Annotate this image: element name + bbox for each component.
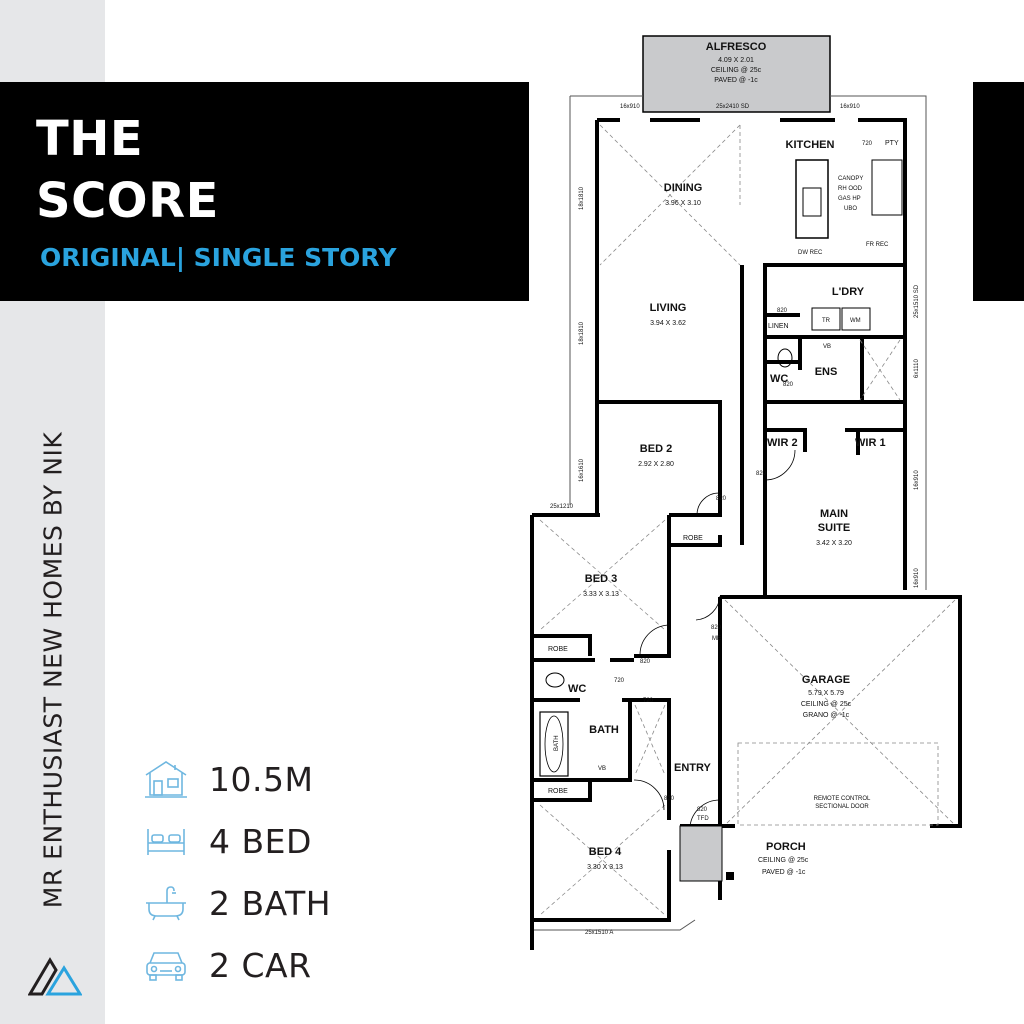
- svg-text:6x1110: 6x1110: [914, 359, 920, 378]
- stat-label: 2 BATH: [209, 884, 332, 923]
- svg-text:SECTIONAL DOOR: SECTIONAL DOOR: [815, 804, 869, 810]
- svg-text:SUITE: SUITE: [818, 522, 850, 534]
- svg-text:2.92 X 2.80: 2.92 X 2.80: [638, 461, 674, 468]
- svg-text:PTY: PTY: [885, 140, 899, 147]
- svg-text:PAVED @ -1c: PAVED @ -1c: [714, 77, 758, 84]
- brand-vertical-text: MR ENTHUSIAST NEW HOMES BY NIK: [38, 431, 68, 909]
- right-black-tab: [973, 82, 1024, 301]
- svg-text:820: 820: [711, 625, 722, 631]
- svg-text:GRANO @ -1c: GRANO @ -1c: [803, 712, 850, 719]
- svg-text:PAVED @ -1c: PAVED @ -1c: [762, 869, 806, 876]
- house-icon: [145, 761, 187, 798]
- svg-text:VB: VB: [823, 344, 831, 350]
- svg-text:25x1210: 25x1210: [550, 504, 574, 510]
- alfresco-area: [642, 35, 831, 113]
- svg-text:3.30 X 3.13: 3.30 X 3.13: [587, 864, 623, 871]
- wir1-label: WIR 1: [855, 437, 886, 449]
- svg-text:18x1810: 18x1810: [579, 321, 585, 345]
- page-title: THE SCORE: [36, 108, 219, 232]
- title-line-2: SCORE: [36, 173, 219, 229]
- svg-text:LINEN: LINEN: [768, 323, 789, 330]
- garage-label: GARAGE: [802, 674, 850, 686]
- svg-text:3.42 X 3.20: 3.42 X 3.20: [816, 540, 852, 547]
- bath-label: BATH: [589, 724, 619, 736]
- stat-label: 4 BED: [209, 822, 312, 861]
- svg-text:18x1810: 18x1810: [579, 186, 585, 210]
- wc-label: WC: [568, 683, 586, 695]
- bed2-label: BED 2: [640, 443, 672, 455]
- svg-text:820: 820: [756, 471, 767, 477]
- svg-text:VB: VB: [598, 766, 606, 772]
- brand-logo-icon: [28, 957, 82, 996]
- svg-text:TR: TR: [822, 318, 831, 324]
- wc-ensuite-label: WC: [770, 373, 788, 385]
- bed4-label: BED 4: [589, 846, 622, 858]
- svg-text:720: 720: [614, 678, 625, 684]
- robe4-label: ROBE: [548, 788, 568, 795]
- svg-text:16x910: 16x910: [840, 104, 860, 110]
- svg-text:CEILING @ 25c: CEILING @ 25c: [711, 67, 762, 74]
- svg-text:820: 820: [777, 308, 788, 314]
- svg-text:820: 820: [716, 496, 727, 502]
- svg-text:820: 820: [664, 796, 675, 802]
- main-suite-label: MAIN: [820, 508, 848, 520]
- svg-text:16x910: 16x910: [914, 568, 920, 588]
- car-icon: [146, 952, 186, 981]
- svg-text:WM: WM: [850, 318, 861, 324]
- stat-frontage: 10.5M: [143, 755, 383, 805]
- svg-text:4.09 X 2.01: 4.09 X 2.01: [718, 57, 754, 64]
- alfresco-label: ALFRESCO: [706, 41, 767, 53]
- ensuite-label: ENS: [815, 366, 838, 378]
- title-line-1: THE: [36, 111, 144, 167]
- dining-label: DINING: [664, 182, 703, 194]
- svg-text:25x1510 SD: 25x1510 SD: [914, 284, 920, 318]
- svg-text:5.79 X 5.79: 5.79 X 5.79: [808, 690, 844, 697]
- title-banner: [0, 82, 529, 301]
- svg-text:BATH: BATH: [554, 735, 560, 751]
- svg-text:REMOTE CONTROL: REMOTE CONTROL: [814, 796, 871, 802]
- svg-text:820: 820: [783, 382, 794, 388]
- svg-text:16x910: 16x910: [914, 470, 920, 490]
- svg-text:720: 720: [862, 141, 873, 147]
- stat-bathrooms: 2 BATH: [143, 879, 383, 929]
- svg-text:3.96 X 3.10: 3.96 X 3.10: [665, 200, 701, 207]
- svg-text:820: 820: [697, 807, 708, 813]
- svg-text:CEILING @ 25c: CEILING @ 25c: [801, 701, 852, 708]
- svg-text:25x2410 SD: 25x2410 SD: [716, 104, 750, 110]
- bathtub-icon: [146, 886, 186, 921]
- svg-text:ME: ME: [712, 636, 721, 642]
- svg-text:16x1610: 16x1610: [579, 458, 585, 482]
- robe3-label: ROBE: [548, 646, 568, 653]
- wir2-label: WIR 2: [767, 437, 798, 449]
- svg-text:DW REC: DW REC: [798, 250, 823, 256]
- stat-garage: 2 CAR: [143, 941, 383, 991]
- stat-bedrooms: 4 BED: [143, 817, 383, 867]
- laundry-label: L'DRY: [832, 286, 865, 298]
- svg-text:CEILING @ 25c: CEILING @ 25c: [758, 857, 809, 864]
- bed3-label: BED 3: [585, 573, 617, 585]
- living-label: LIVING: [650, 302, 687, 314]
- porch-label: PORCH: [766, 841, 806, 853]
- bed-icon: [147, 829, 185, 855]
- robe2-label: ROBE: [683, 535, 703, 542]
- svg-text:TFD: TFD: [697, 816, 709, 822]
- svg-text:25x1510 A: 25x1510 A: [585, 930, 613, 936]
- entry-label: ENTRY: [674, 762, 712, 774]
- svg-text:820: 820: [640, 659, 651, 665]
- stat-label: 10.5M: [209, 760, 314, 799]
- svg-text:FR REC: FR REC: [866, 242, 889, 248]
- svg-text:3.33 X 3.13: 3.33 X 3.13: [583, 591, 619, 598]
- svg-text:720: 720: [643, 698, 654, 704]
- svg-text:CANOPY: CANOPY: [838, 176, 863, 182]
- stat-label: 2 CAR: [209, 946, 312, 985]
- svg-text:3.94 X 3.62: 3.94 X 3.62: [650, 320, 686, 327]
- floor-plan: ALFRESCO 4.09 X 2.01 CEILING @ 25c PAVED…: [530, 35, 962, 950]
- svg-text:16x910: 16x910: [620, 104, 640, 110]
- page-subtitle: ORIGINAL| SINGLE STORY: [40, 243, 397, 272]
- svg-text:GAS HP: GAS HP: [838, 196, 861, 202]
- kitchen-label: KITCHEN: [786, 139, 835, 151]
- svg-text:UBO: UBO: [844, 206, 857, 212]
- svg-text:RH OOD: RH OOD: [838, 186, 863, 192]
